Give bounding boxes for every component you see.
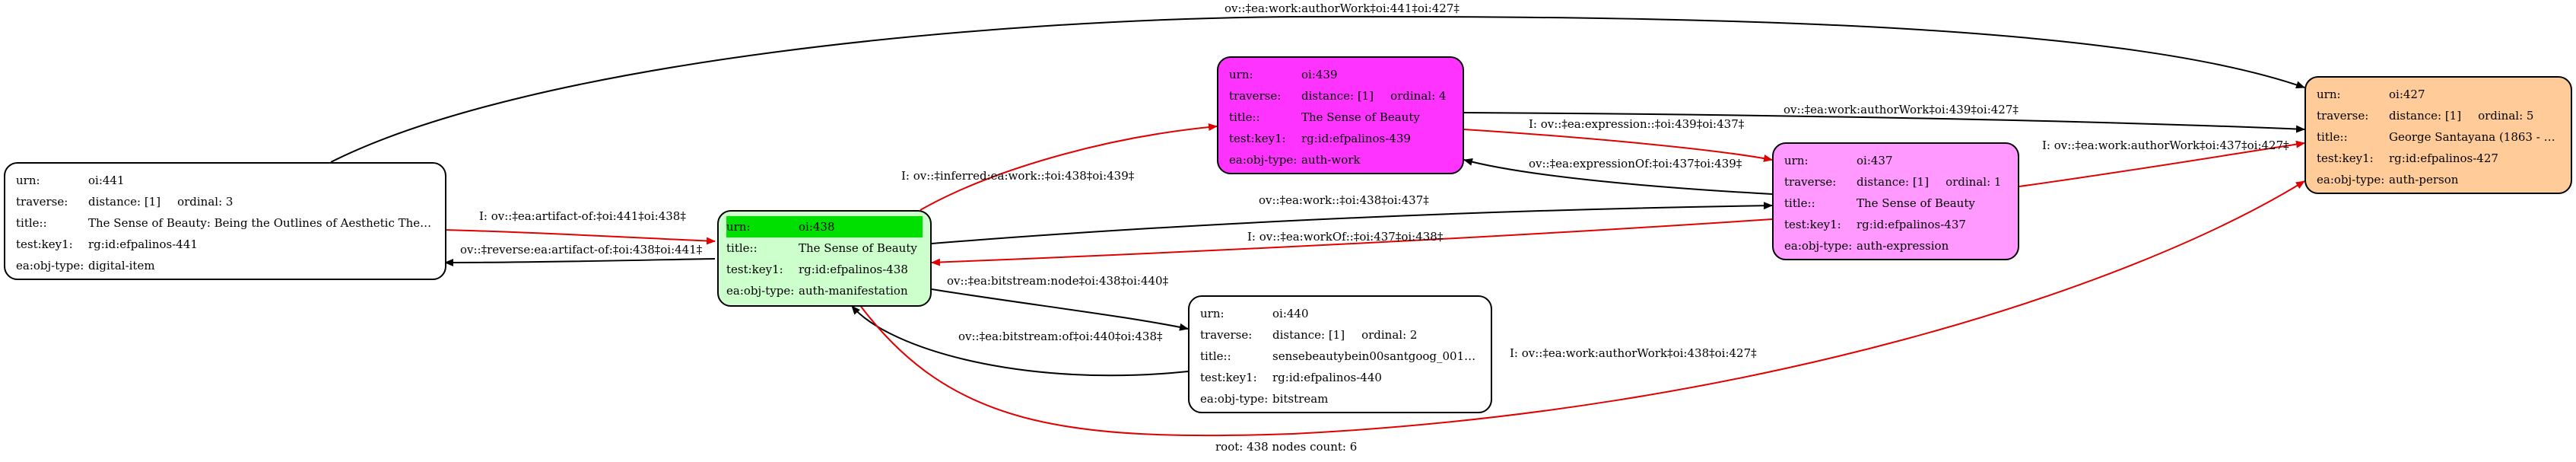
traverse-value: distance: [1] <box>1301 89 1374 103</box>
edge-437-427 <box>2019 140 2305 187</box>
node-oi-441[interactable]: urn: oi:441 traverse: distance: [1] ordinal… <box>4 162 446 280</box>
objtype-key: ea:obj-type: <box>1784 239 1853 253</box>
title-value: The Sense of Beauty: Being the Outlines … <box>88 216 434 230</box>
urn-key: urn: <box>726 216 799 237</box>
traverse-key: traverse: <box>1200 328 1253 342</box>
testkey-key: test:key1: <box>2317 151 2374 165</box>
objtype-value: bitstream <box>1272 392 1329 406</box>
edge-439-427 <box>1463 112 2305 133</box>
objtype-value: auth-manifestation <box>799 284 908 298</box>
title-value: The Sense of Beauty <box>1301 110 1420 124</box>
ordinal-value: ordinal: 5 <box>2478 109 2534 123</box>
urn-key: urn: <box>1229 68 1253 81</box>
edge-label-440-438: ov::‡ea:bitstream:of‡oi:440‡oi:438‡ <box>958 330 1163 343</box>
title-value: The Sense of Beauty <box>1857 196 1975 210</box>
objtype-value: auth-expression <box>1857 239 1949 253</box>
edge-437-439 <box>1463 158 1773 195</box>
testkey-value: rg:id:efpalinos-427 <box>2389 151 2498 165</box>
urn-key: urn: <box>2317 88 2341 101</box>
edge-label-438-439: I: ov::‡inferred:ea:work::‡oi:438‡oi:439… <box>901 169 1135 183</box>
edge-440-438 <box>851 305 1189 377</box>
edge-label-438-441: ov::‡reverse:ea:artifact-of:‡oi:438‡oi:4… <box>460 243 703 256</box>
traverse-key: traverse: <box>1784 175 1837 189</box>
urn-key: urn: <box>1784 154 1809 167</box>
edge-label-437-438: I: ov::‡ea:workOf::‡oi:437‡oi:438‡ <box>1247 230 1444 244</box>
node-oi-437[interactable]: urn: oi:437 traverse: distance: [1] ordinal… <box>1772 142 2019 260</box>
graph-footer: root: 438 nodes count: 6 <box>1215 440 1358 454</box>
testkey-key: test:key1: <box>1200 371 1257 384</box>
node-oi-427[interactable]: urn: oi:427 traverse: distance: [1] ordinal… <box>2304 76 2572 194</box>
urn-key: urn: <box>16 174 40 187</box>
testkey-key: test:key1: <box>16 237 73 251</box>
title-key: title:: <box>726 241 758 255</box>
urn-value: oi:439 <box>1301 68 1338 81</box>
edge-438-440 <box>931 288 1189 331</box>
testkey-value: rg:id:efpalinos-441 <box>88 237 198 251</box>
urn-value: oi:438 <box>799 216 923 237</box>
edge-label-441-438: I: ov::‡ea:artifact-of:‡oi:441‡oi:438‡ <box>479 209 686 223</box>
ordinal-value: ordinal: 2 <box>1361 328 1418 342</box>
node-oi-439[interactable]: urn: oi:439 traverse: distance: [1] ordinal… <box>1217 56 1464 174</box>
node-oi-440[interactable]: urn: oi:440 traverse: distance: [1] ordinal… <box>1188 295 1492 413</box>
testkey-value: rg:id:efpalinos-440 <box>1272 371 1382 384</box>
title-key: title:: <box>2317 130 2348 144</box>
node-oi-438[interactable]: urn:oi:438 title::The Sense of Beauty te… <box>717 210 932 307</box>
testkey-value: rg:id:efpalinos-437 <box>1857 218 1966 231</box>
objtype-value: auth-work <box>1301 153 1361 167</box>
edge-label-438-440: ov::‡ea:bitstream:node‡oi:438‡oi:440‡ <box>947 274 1169 288</box>
urn-key: urn: <box>1200 307 1224 320</box>
ordinal-value: ordinal: 1 <box>1945 175 2002 189</box>
objtype-key: ea:obj-type: <box>726 284 795 298</box>
traverse-key: traverse: <box>1229 89 1282 103</box>
title-key: title:: <box>16 216 47 230</box>
testkey-value: rg:id:efpalinos-438 <box>799 263 908 276</box>
ordinal-value: ordinal: 3 <box>177 195 233 209</box>
objtype-value: auth-person <box>2389 173 2459 186</box>
edge-label-438-437: ov::‡ea:work::‡oi:438‡oi:437‡ <box>1259 193 1429 207</box>
testkey-value: rg:id:efpalinos-439 <box>1301 132 1411 145</box>
edge-438-439 <box>920 123 1218 211</box>
testkey-key: test:key1: <box>1229 132 1286 145</box>
edge-label-438-427: I: ov::‡ea:work:authorWork‡oi:438‡oi:427… <box>1510 346 1757 360</box>
title-value: The Sense of Beauty <box>799 241 917 255</box>
edge-441-427 <box>330 15 2305 163</box>
objtype-key: ea:obj-type: <box>1200 392 1269 406</box>
urn-value: oi:427 <box>2389 88 2425 101</box>
ordinal-value: ordinal: 4 <box>1390 89 1447 103</box>
edge-label-437-439: ov::‡ea:expressionOf:‡oi:437‡oi:439‡ <box>1529 157 1742 170</box>
edge-label-441-427: ov::‡ea:work:authorWork‡oi:441‡oi:427‡ <box>1224 2 1460 15</box>
objtype-value: digital-item <box>88 259 155 272</box>
title-key: title:: <box>1200 349 1231 363</box>
edge-438-427 <box>859 180 2305 437</box>
traverse-value: distance: [1] <box>2389 109 2462 123</box>
testkey-key: test:key1: <box>1784 218 1841 231</box>
testkey-key: test:key1: <box>726 263 783 276</box>
edge-441-438 <box>444 229 716 245</box>
edge-label-439-437: I: ov::‡ea:expression::‡oi:439‡oi:437‡ <box>1529 117 1745 131</box>
urn-value: oi:440 <box>1272 307 1309 320</box>
title-value: George Santayana (1863 - 1952) <box>2389 130 2560 144</box>
traverse-key: traverse: <box>2317 109 2369 123</box>
edge-438-437 <box>931 202 1773 244</box>
edge-label-439-427: ov::‡ea:work:authorWork‡oi:439‡oi:427‡ <box>1784 103 2019 116</box>
title-value: sensebeautybein00santgoog_0012.jpg <box>1272 349 1480 363</box>
edge-437-438 <box>931 218 1773 266</box>
traverse-key: traverse: <box>16 195 68 209</box>
title-key: title:: <box>1784 196 1815 210</box>
traverse-value: distance: [1] <box>88 195 161 209</box>
objtype-key: ea:obj-type: <box>16 259 84 272</box>
edge-439-437 <box>1463 129 1773 162</box>
edge-label-437-427: I: ov::‡ea:work:authorWork‡oi:437‡oi:427… <box>2042 139 2289 152</box>
urn-value: oi:437 <box>1857 154 1893 167</box>
urn-value: oi:441 <box>88 174 125 187</box>
title-key: title:: <box>1229 110 1260 124</box>
edge-438-441 <box>444 258 716 266</box>
objtype-key: ea:obj-type: <box>2317 173 2385 186</box>
traverse-value: distance: [1] <box>1857 175 1930 189</box>
objtype-key: ea:obj-type: <box>1229 153 1298 167</box>
traverse-value: distance: [1] <box>1272 328 1345 342</box>
